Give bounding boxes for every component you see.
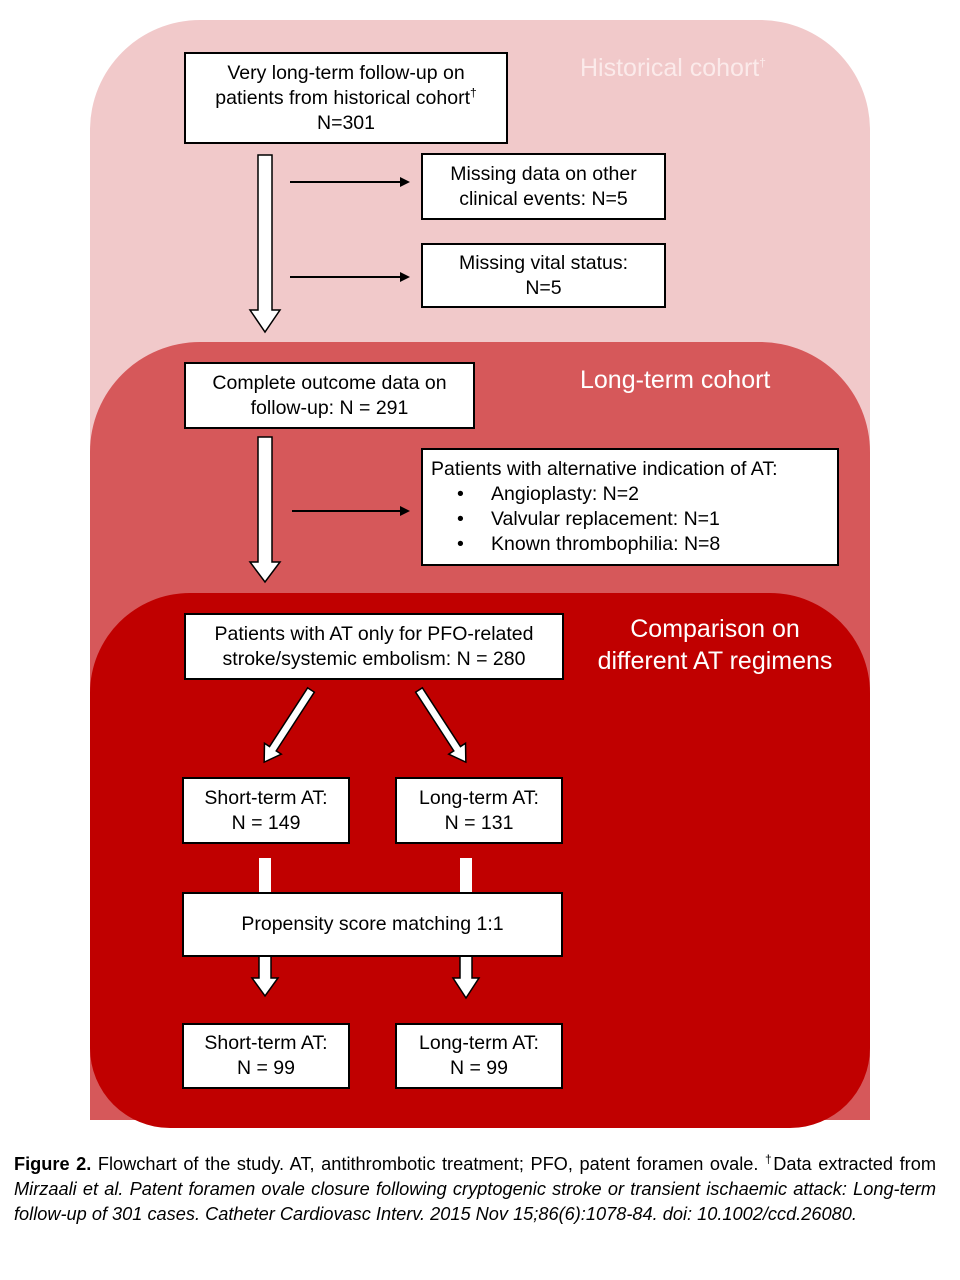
down-arrow-icon <box>451 954 481 1000</box>
box-title: Patients with alternative indication of … <box>431 458 778 480</box>
connector-right <box>460 858 472 894</box>
box-missing-events: Missing data on other clinical events: N… <box>421 153 666 220</box>
citation: Mirzaali et al. Patent foramen ovale clo… <box>14 1179 936 1224</box>
arrowhead-icon <box>400 272 410 282</box>
box-missing-vital: Missing vital status: N=5 <box>421 243 666 308</box>
exclusion-list: Angioplasty: N=2 Valvular replacement: N… <box>431 482 720 557</box>
down-arrow-icon <box>248 154 282 334</box>
box-propensity-score-matching: Propensity score matching 1:1 <box>182 892 563 957</box>
box-text: patients from historical cohort† <box>215 85 477 109</box>
figure-label: Figure 2. <box>14 1154 92 1174</box>
arrowhead-icon <box>400 177 410 187</box>
historical-cohort-label: Historical cohort† <box>580 54 766 82</box>
box-short-term-post: Short-term AT: N = 99 <box>182 1023 350 1089</box>
diagonal-arrow-right <box>414 686 467 764</box>
long-term-cohort-label: Long-term cohort <box>580 366 771 394</box>
figure-caption: Figure 2. Flowchart of the study. AT, an… <box>14 1152 936 1227</box>
box-text: Missing vital status: <box>458 251 629 274</box>
dagger-mark: † <box>765 1151 774 1166</box>
box-text: Short-term AT: <box>204 1032 328 1054</box>
box-text: N = 131 <box>444 811 514 834</box>
box-text: N=301 <box>316 111 375 134</box>
down-arrow-icon <box>250 954 280 998</box>
list-item: Angioplasty: N=2 <box>431 482 720 507</box>
caption-text: Data extracted from <box>773 1154 936 1174</box>
box-text: N = 99 <box>237 1057 295 1079</box>
box-alternative-indication: Patients with alternative indication of … <box>421 448 839 566</box>
box-text: Long-term AT: <box>419 786 539 809</box>
connector-left <box>259 858 271 894</box>
box-text: Patients with AT only for PFO-related <box>214 622 534 645</box>
box-pfo-only: Patients with AT only for PFO-related st… <box>184 613 564 680</box>
box-text: N = 99 <box>450 1057 508 1079</box>
diagonal-arrow-left <box>263 686 316 764</box>
box-text: Very long-term follow-up on <box>227 61 465 84</box>
box-short-term-pre: Short-term AT: N = 149 <box>182 777 350 844</box>
box-historical-cohort: Very long-term follow-up on patients fro… <box>184 52 508 144</box>
box-text: Missing data on other <box>450 162 637 185</box>
list-item: Known thrombophilia: N=8 <box>431 532 720 557</box>
list-item: Valvular replacement: N=1 <box>431 507 720 532</box>
box-text: follow-up: N = 291 <box>250 396 409 419</box>
box-text: N = 149 <box>231 811 301 834</box>
box-long-term-post: Long-term AT: N = 99 <box>395 1023 563 1089</box>
box-text: Complete outcome data on <box>212 371 447 394</box>
box-complete-outcome: Complete outcome data on follow-up: N = … <box>184 362 475 429</box>
down-arrow-icon <box>248 436 282 584</box>
box-text: clinical events: N=5 <box>459 187 628 210</box>
caption-text: Flowchart of the study. AT, antithrombot… <box>91 1154 766 1174</box>
arrowhead-icon <box>400 506 410 516</box>
box-text: stroke/systemic embolism: N = 280 <box>222 647 526 670</box>
box-text: Propensity score matching 1:1 <box>241 913 504 935</box>
box-text: N=5 <box>525 276 562 299</box>
box-text: Long-term AT: <box>419 1032 539 1054</box>
box-long-term-pre: Long-term AT: N = 131 <box>395 777 563 844</box>
box-text: Short-term AT: <box>204 786 328 809</box>
